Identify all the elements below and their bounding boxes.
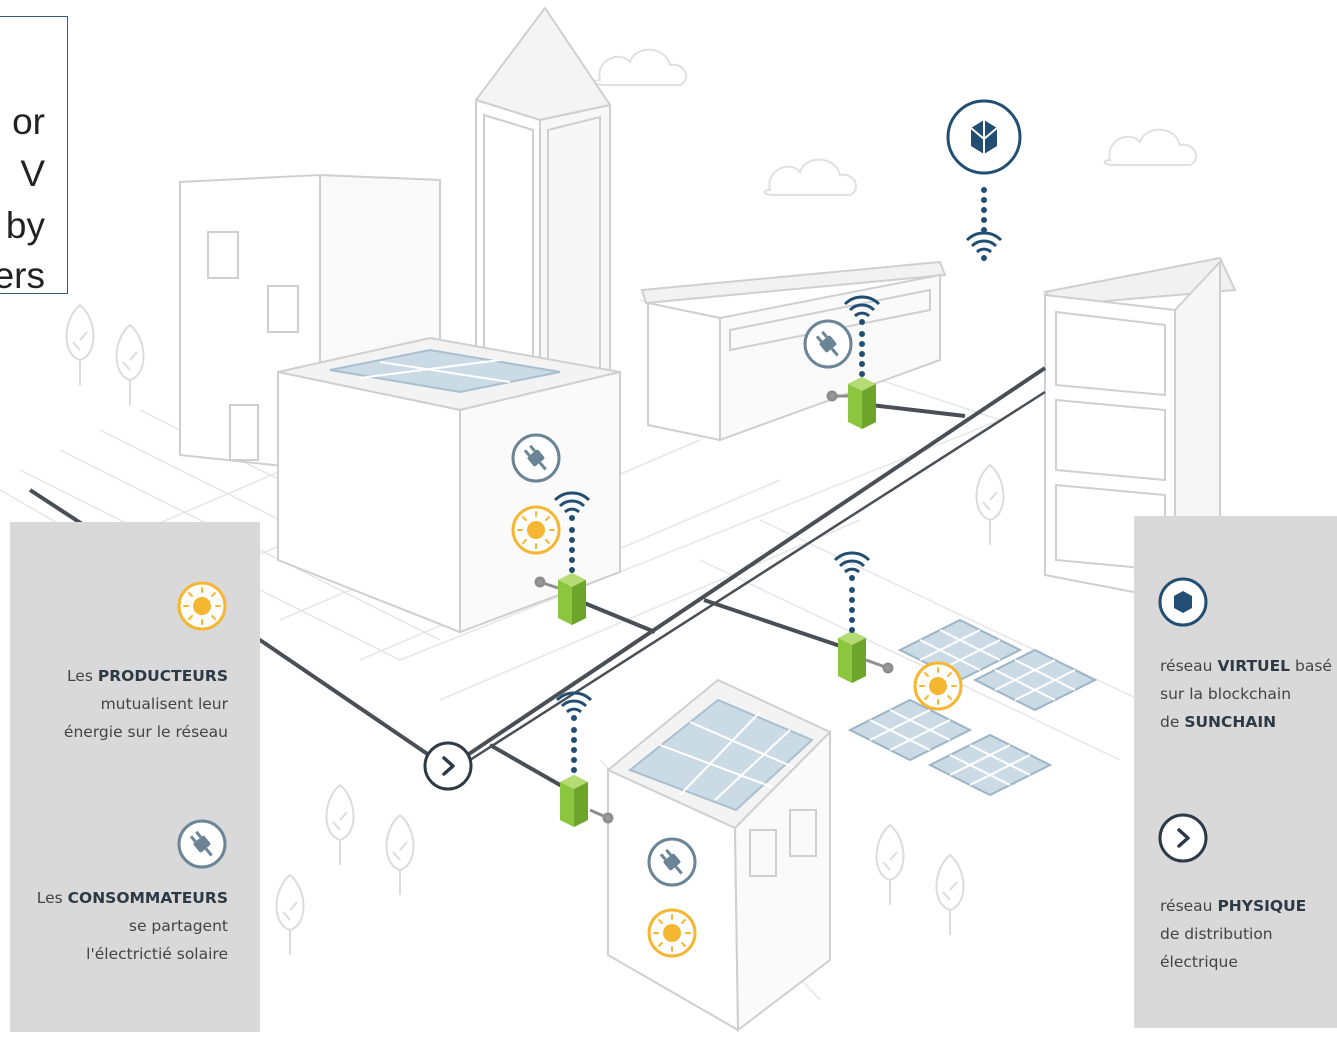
tree-icon bbox=[935, 854, 965, 936]
cloud-icon bbox=[763, 158, 858, 196]
text-callout: or V by ers bbox=[0, 16, 68, 294]
virtual-line3-prefix: de bbox=[1160, 713, 1185, 731]
back-building-center bbox=[640, 260, 947, 442]
producers-line3: énergie sur le réseau bbox=[63, 723, 228, 741]
tree-icon bbox=[385, 814, 415, 896]
plug-icon bbox=[511, 433, 561, 483]
cloud-icon bbox=[593, 48, 688, 86]
chevron-right-icon bbox=[423, 741, 473, 791]
consumers-text: Les CONSOMMATEURS se partagent l'électri… bbox=[37, 884, 228, 968]
legend-panel-left: Les PRODUCTEURS mutualisent leur énergie… bbox=[10, 522, 260, 1032]
tree-icon bbox=[875, 824, 905, 906]
physical-network-text: réseau PHYSIQUE de distribution électriq… bbox=[1160, 892, 1306, 976]
tree-icon bbox=[275, 874, 305, 956]
sun-icon bbox=[511, 505, 561, 555]
tree-icon bbox=[65, 304, 95, 386]
wifi-link bbox=[981, 187, 987, 233]
wifi-icon bbox=[833, 551, 871, 583]
consumers-line2: se partagent bbox=[128, 917, 228, 935]
smart-meter-icon bbox=[838, 631, 866, 683]
smart-meter-icon bbox=[560, 775, 588, 827]
physical-prefix: réseau bbox=[1160, 897, 1218, 915]
producer-building bbox=[277, 336, 621, 634]
virtual-line2: sur la blockchain bbox=[1160, 685, 1292, 703]
tree-icon bbox=[325, 784, 355, 866]
wifi-icon bbox=[555, 691, 593, 723]
consumer-building bbox=[606, 678, 832, 1032]
producers-strong: PRODUCTEURS bbox=[97, 667, 228, 685]
plug-icon bbox=[803, 319, 853, 369]
physical-line3: électrique bbox=[1160, 953, 1238, 971]
producers-prefix: Les bbox=[66, 667, 98, 685]
callout-line: by bbox=[5, 205, 45, 246]
tree-icon bbox=[975, 464, 1005, 546]
sun-icon bbox=[647, 908, 697, 958]
blockchain-icon bbox=[946, 99, 1022, 175]
sun-icon bbox=[913, 661, 963, 711]
smart-meter-icon bbox=[558, 573, 586, 625]
virtual-prefix: réseau bbox=[1160, 657, 1218, 675]
physical-strong: PHYSIQUE bbox=[1217, 897, 1307, 915]
producers-line2: mutualisent leur bbox=[100, 695, 228, 713]
virtual-network-text: réseau VIRTUEL basé sur la blockchain de… bbox=[1160, 652, 1332, 736]
smart-meter-icon bbox=[848, 377, 876, 429]
legend-panel-right: réseau VIRTUEL basé sur la blockchain de… bbox=[1134, 516, 1337, 1028]
consumers-line3: l'électrictié solaire bbox=[86, 945, 228, 963]
sun-icon bbox=[177, 581, 227, 631]
callout-line: V bbox=[20, 153, 45, 194]
plug-icon bbox=[177, 819, 227, 869]
blockchain-icon bbox=[1158, 577, 1208, 627]
cloud-icon bbox=[1103, 128, 1198, 166]
tree-icon bbox=[115, 324, 145, 406]
producers-text: Les PRODUCTEURS mutualisent leur énergie… bbox=[64, 662, 228, 746]
callout-line: or bbox=[12, 101, 45, 142]
virtual-line3-strong: SUNCHAIN bbox=[1184, 713, 1277, 731]
wifi-link bbox=[571, 727, 577, 773]
tower bbox=[474, 6, 612, 402]
wifi-icon bbox=[965, 231, 1003, 263]
physical-line2: de distribution bbox=[1160, 925, 1273, 943]
virtual-strong: VIRTUEL bbox=[1217, 657, 1291, 675]
meter-links bbox=[534, 390, 894, 824]
consumers-prefix: Les bbox=[36, 889, 68, 907]
chevron-right-icon bbox=[1158, 813, 1208, 863]
plug-icon bbox=[647, 837, 697, 887]
callout-line: ers bbox=[0, 255, 45, 294]
solar-panel-icon bbox=[849, 619, 1096, 796]
virtual-suffix: basé bbox=[1290, 657, 1332, 675]
wifi-link bbox=[849, 587, 855, 633]
consumers-strong: CONSOMMATEURS bbox=[67, 889, 228, 907]
